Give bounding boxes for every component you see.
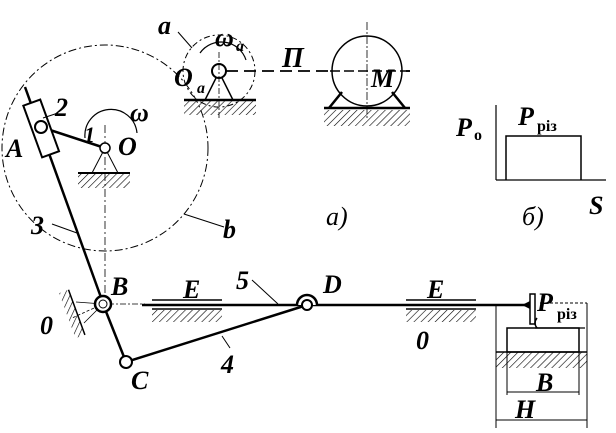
leader-2 [42,112,59,119]
label-omega-a: ω [215,23,234,52]
support-B [59,289,104,339]
support-O [78,125,130,300]
support-Oa [184,52,256,120]
label-O: O [118,132,137,161]
label-omega: ω [130,98,149,127]
label-omega-a-sub: a [236,38,244,55]
label-link-3: 3 [30,211,44,240]
graph-series-label-sub: різ [537,118,557,135]
label-D: D [322,270,342,299]
label-P-cut: P [536,288,554,317]
label-Oa: O [174,63,193,92]
label-E-right: E [426,275,444,304]
joint-O [99,142,111,154]
label-dim-B: B [535,368,553,397]
label-zero-left: 0 [40,311,53,340]
link-BC [101,303,128,363]
guide-E-left [152,299,222,322]
label-link-5: 5 [236,266,249,295]
force-graph [495,105,606,181]
label-b: b [223,215,236,244]
label-C: C [131,366,149,395]
omega-arc [84,108,138,139]
motor-M [324,22,410,126]
label-P: П [281,43,305,74]
graph-y-label-sub: o [474,127,482,144]
joint-D [301,299,313,311]
workpiece [495,302,588,428]
label-link-4: 4 [220,350,234,379]
label-B: B [110,272,128,301]
leader-3 [51,223,78,234]
joint-A [34,120,48,134]
leader-a [177,31,193,49]
graph-x-label: S [589,191,603,220]
leader-b [183,213,225,228]
label-M: M [370,64,395,93]
label-link-1: 1 [84,122,95,147]
label-P-cut-sub: різ [557,306,577,323]
label-link-2: 2 [54,93,68,122]
label-zero-right: 0 [416,326,429,355]
label-E-left: E [182,275,200,304]
caption-b: б) [522,202,544,231]
trajectory-circle-b [1,44,209,252]
graph-force-step [505,135,582,180]
label-A: A [4,134,23,163]
label-Oa-sub: a [197,80,205,97]
label-dim-H: H [514,395,536,424]
graph-series-label: P [517,102,535,131]
omega-a-arc [199,41,247,61]
caption-a: a) [326,202,348,231]
joint-C [119,355,133,369]
leader-5 [251,279,279,305]
leader-4 [221,335,231,349]
link-4 [125,303,308,364]
cutting-tool [522,293,538,329]
graph-y-label: P [455,113,473,142]
guide-E-right [406,299,476,322]
label-a: a [158,11,171,40]
